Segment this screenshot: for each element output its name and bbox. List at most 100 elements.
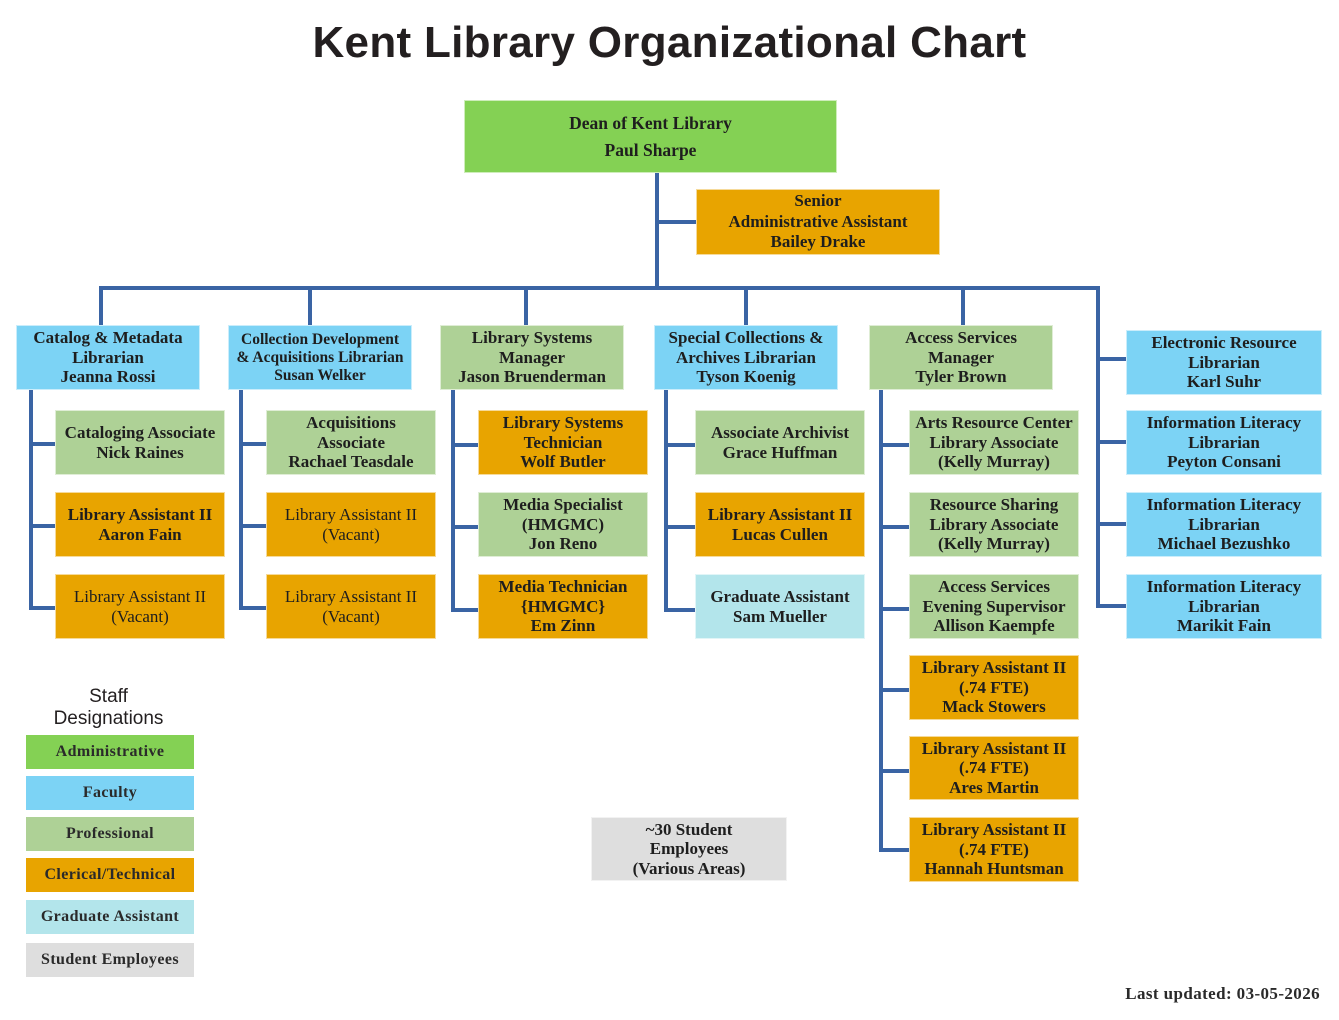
head-collection-development: Collection Development & Acquisitions Li… — [228, 325, 412, 390]
report-evening-supervisor: Access Services Evening Supervisor Allis… — [909, 574, 1079, 639]
box-line: (Vacant) — [111, 606, 169, 626]
box-line: (Kelly Murray) — [938, 452, 1050, 472]
report-library-assistant-aaron: Library Assistant II Aaron Fain — [55, 492, 225, 557]
report-library-assistant-ares: Library Assistant II (.74 FTE) Ares Mart… — [909, 736, 1079, 800]
box-line: Library Assistant II — [284, 505, 418, 524]
box-line: (Vacant) — [322, 606, 380, 626]
box-line: Administrative Assistant — [728, 211, 908, 231]
box-line: Aaron Fain — [98, 524, 182, 544]
box-line: (Vacant) — [322, 524, 380, 544]
box-line: Marikit Fain — [1177, 616, 1271, 636]
box-line: Acquisitions — [306, 413, 396, 433]
box-line: Manager — [927, 347, 995, 367]
box-line: Grace Huffman — [722, 442, 838, 462]
box-line: Associate — [317, 432, 385, 452]
box-line: Bailey Drake — [770, 232, 866, 252]
box-line: Library Assistant II — [67, 505, 213, 524]
report-library-assistant-lucas: Library Assistant II Lucas Cullen — [695, 492, 865, 557]
box-line: Ares Martin — [949, 777, 1039, 797]
legend-item-administrative: Administrative — [26, 735, 194, 769]
report-library-assistant-vacant: Library Assistant II (Vacant) — [266, 574, 436, 639]
librarian-electronic-resource: Electronic Resource Librarian Karl Suhr — [1126, 330, 1322, 395]
box-line: Susan Welker — [274, 366, 366, 384]
box-line: Special Collections & — [668, 328, 824, 348]
box-line: Associate Archivist — [710, 423, 850, 442]
report-arts-resource-center: Arts Resource Center Library Associate (… — [909, 410, 1079, 475]
report-resource-sharing: Resource Sharing Library Associate (Kell… — [909, 492, 1079, 557]
box-line: Library Assistant II — [921, 820, 1067, 840]
report-library-assistant-hannah: Library Assistant II (.74 FTE) Hannah Hu… — [909, 817, 1079, 882]
legend-item-clerical-technical: Clerical/Technical — [26, 858, 194, 892]
box-line: Peyton Consani — [1167, 452, 1281, 472]
box-line: {HMGMC} — [520, 596, 606, 616]
box-line: Evening Supervisor — [922, 596, 1066, 616]
box-line: Access Services — [938, 577, 1050, 597]
box-line: Resource Sharing — [929, 495, 1059, 515]
box-line: Jeanna Rossi — [60, 367, 156, 387]
head-library-systems: Library Systems Manager Jason Bruenderma… — [440, 325, 624, 390]
box-line: Library Assistant II — [921, 658, 1067, 678]
box-line: Mack Stowers — [942, 697, 1046, 717]
box-line: Information Literacy — [1146, 577, 1302, 597]
senior-assistant-box: Senior Administrative Assistant Bailey D… — [696, 189, 940, 255]
student-employees-box: ~30 Student Employees (Various Areas) — [591, 817, 787, 881]
box-line: Catalog & Metadata — [33, 328, 183, 348]
report-media-specialist: Media Specialist (HMGMC) Jon Reno — [478, 492, 648, 557]
box-line: Electronic Resource — [1151, 333, 1297, 353]
last-updated: Last updated: 03-05-2026 — [1125, 984, 1320, 1003]
box-line: Librarian — [1188, 352, 1260, 372]
box-line: (Various Areas) — [632, 858, 746, 878]
head-access-services: Access Services Manager Tyler Brown — [869, 325, 1053, 390]
box-line: Tyler Brown — [915, 367, 1007, 387]
box-line: Employees — [649, 839, 729, 859]
box-line: Technician — [523, 432, 603, 452]
legend-item-professional: Professional — [26, 817, 194, 851]
box-line: Jason Bruenderman — [458, 367, 606, 387]
box-line: Library Systems — [502, 413, 624, 433]
box-line: Jon Reno — [528, 534, 598, 554]
box-line: Graduate Assistant — [710, 587, 850, 606]
report-media-technician: Media Technician {HMGMC} Em Zinn — [478, 574, 648, 639]
legend-item-graduate-assistant: Graduate Assistant — [26, 900, 194, 934]
legend-item-faculty: Faculty — [26, 776, 194, 810]
box-line: Sam Mueller — [733, 606, 827, 626]
box-line: Library Systems — [471, 328, 593, 348]
report-cataloging-associate: Cataloging Associate Nick Raines — [55, 410, 225, 475]
box-line: Librarian — [72, 347, 144, 367]
report-systems-technician: Library Systems Technician Wolf Butler — [478, 410, 648, 475]
box-line: Library Assistant II — [284, 587, 418, 606]
legend-title-line: Designations — [53, 708, 164, 729]
box-line: Library Assistant II — [707, 505, 853, 524]
box-line: Senior — [794, 191, 842, 211]
head-special-collections: Special Collections & Archives Librarian… — [654, 325, 838, 390]
box-line: (HMGMC) — [521, 514, 605, 534]
box-line: Wolf Butler — [520, 452, 606, 472]
box-line: Librarian — [1188, 514, 1260, 534]
legend-title-line: Staff — [89, 686, 128, 707]
box-line: Librarian — [1188, 596, 1260, 616]
head-catalog-metadata: Catalog & Metadata Librarian Jeanna Ross… — [16, 325, 200, 390]
box-line: Karl Suhr — [1186, 372, 1262, 392]
box-line: (.74 FTE) — [959, 839, 1029, 859]
box-line: (.74 FTE) — [959, 758, 1029, 778]
box-line: Media Specialist — [503, 495, 623, 515]
box-line: Manager — [498, 347, 566, 367]
box-line: Library Associate — [929, 514, 1059, 534]
report-associate-archivist: Associate Archivist Grace Huffman — [695, 410, 865, 475]
box-line: ~30 Student — [645, 819, 733, 839]
box-line: Allison Kaempfe — [933, 616, 1055, 636]
box-line: Information Literacy — [1146, 413, 1302, 433]
box-line: Nick Raines — [96, 442, 184, 462]
box-line: (Kelly Murray) — [938, 534, 1050, 554]
box-line: Rachael Teasdale — [288, 452, 414, 472]
dean-name: Paul Sharpe — [604, 139, 697, 160]
report-library-assistant-vacant: Library Assistant II (Vacant) — [55, 574, 225, 639]
box-line: Library Assistant II — [921, 738, 1067, 758]
box-line: Lucas Cullen — [732, 524, 828, 544]
box-line: Hannah Huntsman — [924, 859, 1064, 879]
legend-title: Staff Designations — [26, 686, 191, 730]
box-line: Collection Development — [241, 330, 399, 348]
librarian-information-literacy: Information Literacy Librarian Michael B… — [1126, 492, 1322, 557]
box-line: Access Services — [905, 328, 1017, 348]
